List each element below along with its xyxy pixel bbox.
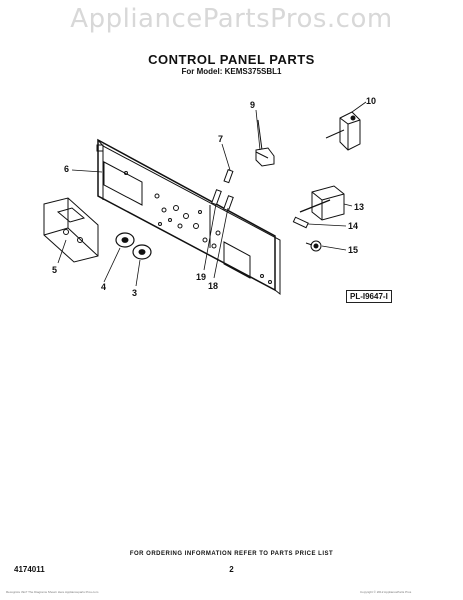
callout-5: 5 bbox=[52, 265, 57, 275]
callout-10: 10 bbox=[366, 96, 376, 106]
part-18-pin bbox=[223, 195, 234, 212]
callout-15: 15 bbox=[348, 245, 358, 255]
callout-4: 4 bbox=[101, 282, 106, 292]
callout-13: 13 bbox=[354, 202, 364, 212]
callout-18: 18 bbox=[208, 281, 218, 291]
callout-9: 9 bbox=[250, 100, 255, 110]
part-15-lamp bbox=[305, 240, 322, 252]
callout-14: 14 bbox=[348, 221, 358, 231]
part-5-overlay bbox=[43, 197, 99, 263]
callout-19: 19 bbox=[196, 272, 206, 282]
callout-7: 7 bbox=[218, 134, 223, 144]
watermark: AppliancePartsPros.com bbox=[70, 4, 393, 34]
part-3-knob bbox=[132, 244, 152, 260]
callout-3: 3 bbox=[132, 288, 137, 298]
part-9-switch bbox=[255, 119, 275, 167]
footer-left-text: Recognize this? The Diagrams Shown Here … bbox=[6, 590, 99, 594]
diagram-code: PL-I9647-I bbox=[346, 290, 392, 303]
page-number: 2 bbox=[229, 565, 234, 574]
part-19-pin bbox=[211, 189, 222, 206]
model-subtitle: For Model: KEMS375SBL1 bbox=[181, 67, 282, 76]
part-4-washer bbox=[115, 232, 135, 248]
part-10-switch bbox=[325, 111, 361, 151]
part-13-switch bbox=[299, 185, 345, 221]
ordering-note: FOR ORDERING INFORMATION REFER TO PARTS … bbox=[129, 551, 334, 557]
footer-right-text: Copyright © 2012 ApplianceParts Pros bbox=[360, 590, 412, 594]
part-14-pin bbox=[292, 216, 309, 229]
callout-6: 6 bbox=[64, 164, 69, 174]
part-7-pin bbox=[223, 169, 234, 184]
diagram-title: CONTROL PANEL PARTS bbox=[148, 52, 315, 67]
control-panel bbox=[96, 138, 281, 296]
document-number: 4174011 bbox=[14, 565, 45, 574]
